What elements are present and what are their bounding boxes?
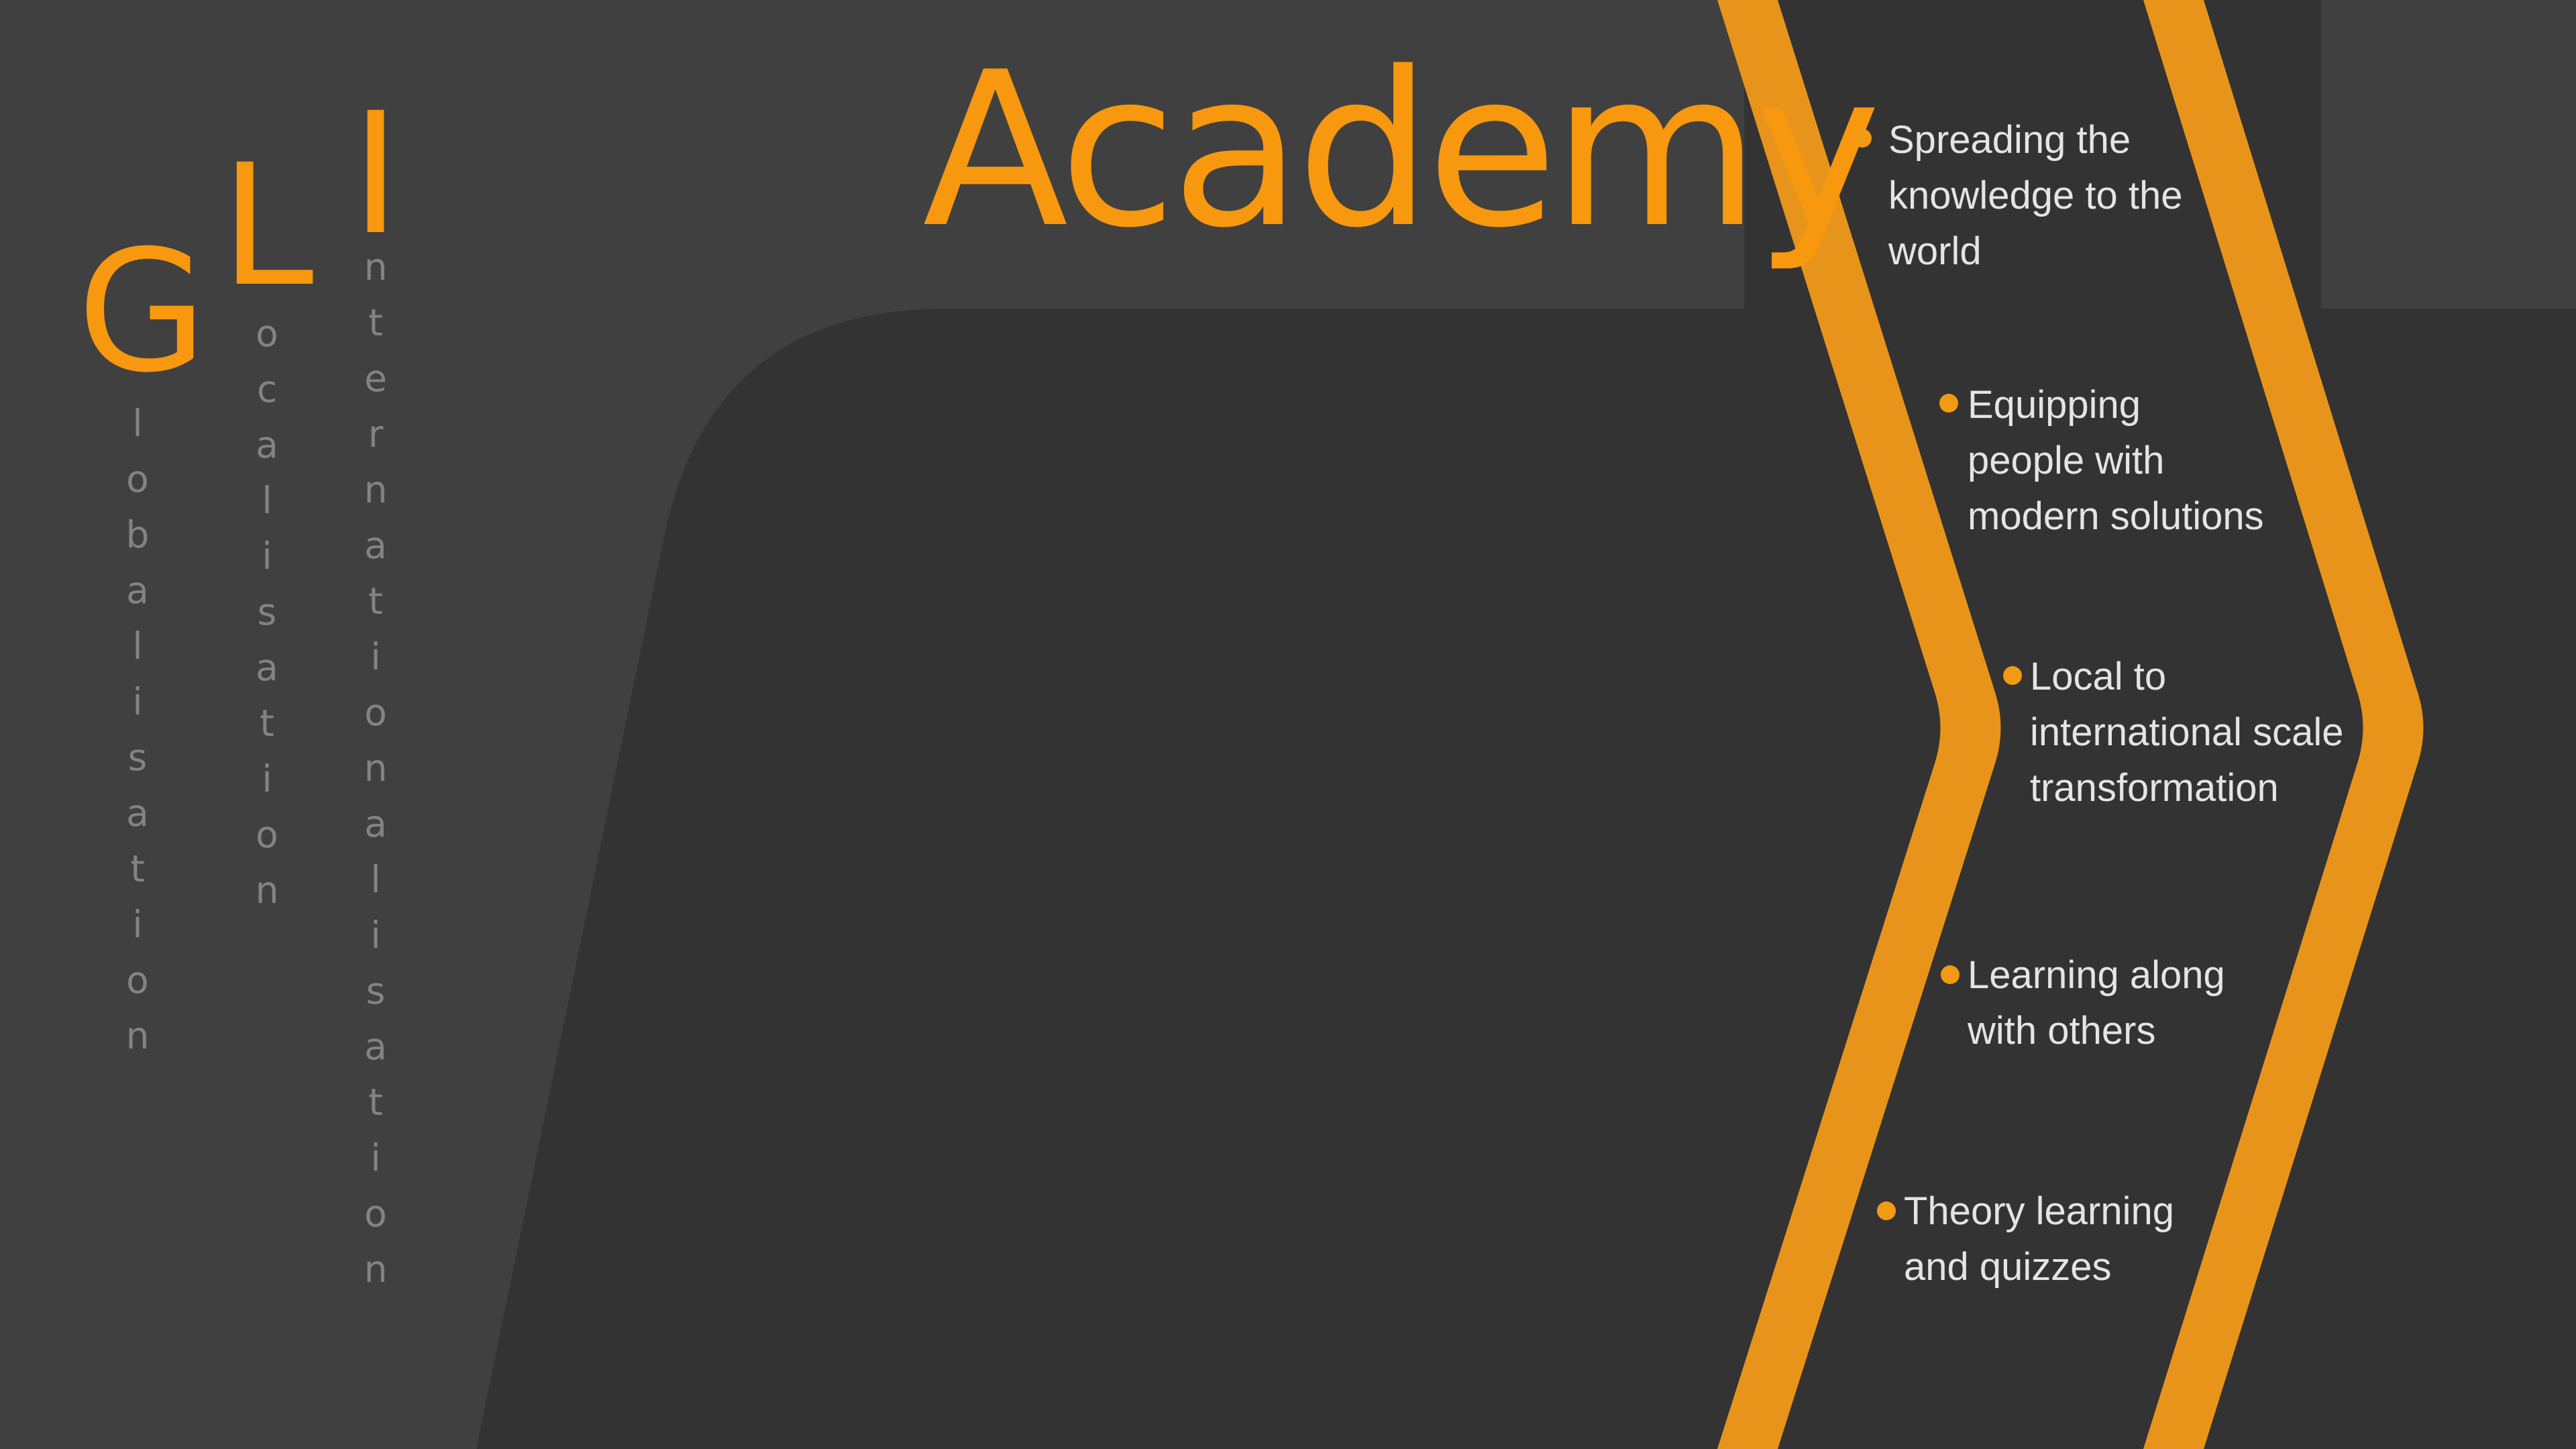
trail-letter: l [132, 625, 143, 667]
bullet-line: Equipping [1968, 383, 2141, 427]
trail-letter: i [370, 1136, 381, 1179]
bullet-item: Spreading the knowledge to the world [1888, 112, 2183, 279]
trail-letter: l [262, 479, 272, 522]
trail-letter: a [364, 1025, 387, 1068]
bullet-line: and quizzes [1904, 1245, 2112, 1289]
trail-letter: n [364, 468, 388, 511]
bullet-dot [1941, 965, 1960, 984]
trail-letter: r [368, 413, 384, 455]
trail-letter: c [256, 368, 278, 411]
trail-letter: s [127, 736, 148, 779]
bullet-item: Learning along with others [1968, 947, 2225, 1059]
trail-letter: n [364, 246, 388, 288]
bullet-line: Theory learning [1904, 1189, 2174, 1233]
trail-letter: a [256, 423, 278, 466]
trail-letter: n [125, 1014, 150, 1057]
trail-letter: a [126, 569, 149, 612]
trail-letter: t [368, 301, 383, 344]
trail-letter: s [257, 590, 277, 633]
bullet-line: Local to [2030, 655, 2167, 698]
trail-letter: n [364, 1248, 388, 1291]
bullet-line: Spreading the [1888, 118, 2131, 162]
bullet-line: modern solutions [1968, 494, 2264, 538]
trail-letter: t [260, 702, 274, 745]
trail-letter: o [364, 691, 387, 734]
trail-letter: t [368, 580, 383, 623]
trail-letter: i [370, 635, 381, 678]
trail-letter: a [126, 792, 149, 835]
trail-letter: t [368, 1081, 383, 1124]
trail-letter: t [130, 847, 145, 890]
trail-letter: a [256, 646, 278, 689]
trail-letter: s [366, 969, 386, 1012]
bullet-dot [1853, 129, 1872, 148]
trail-letter: e [364, 357, 387, 400]
trail-letter: o [126, 458, 149, 500]
trail-letter: a [364, 802, 387, 845]
trail-letter: o [256, 312, 278, 355]
bullet-line: international scale [2030, 710, 2344, 754]
bullet-item: Local to international scale transformat… [2030, 649, 2344, 816]
trail-letter: n [255, 869, 279, 912]
bullet-item: Equipping people with modern solutions [1968, 377, 2264, 544]
trail-letter: i [132, 680, 143, 723]
trail-letter: b [125, 513, 150, 556]
bullet-line: with others [1968, 1009, 2156, 1053]
trail-letter: o [126, 959, 149, 1002]
trail-letter: i [132, 903, 143, 946]
trail-letter: o [364, 1192, 387, 1235]
initial-letter: L [220, 128, 314, 323]
bullet-line: world [1888, 229, 1982, 273]
bullet-item: Theory learning and quizzes [1904, 1183, 2174, 1295]
bullet-dot [1939, 394, 1958, 413]
bullet-dot [1877, 1201, 1896, 1220]
initial-letter: I [351, 76, 400, 272]
bullet-line: Learning along [1968, 953, 2225, 997]
chevron-right [2143, 0, 2424, 1449]
trail-letter: i [262, 757, 272, 800]
trail-letter: i [262, 535, 272, 578]
trail-letter: l [370, 858, 381, 901]
bullet-dot [2003, 666, 2022, 685]
bullet-line: knowledge to the [1888, 174, 2183, 217]
trail-letter: a [364, 524, 387, 567]
trail-letter: i [370, 914, 381, 957]
trail-letter: l [132, 402, 143, 445]
bullet-line: transformation [2030, 766, 2279, 810]
trail-letter: n [364, 747, 388, 790]
initial-letter: G [77, 214, 207, 409]
chevron-left [1717, 0, 2001, 1449]
page-title: Academy [922, 26, 1881, 274]
trail-letter: o [256, 813, 278, 856]
bullet-line: people with [1968, 439, 2165, 482]
